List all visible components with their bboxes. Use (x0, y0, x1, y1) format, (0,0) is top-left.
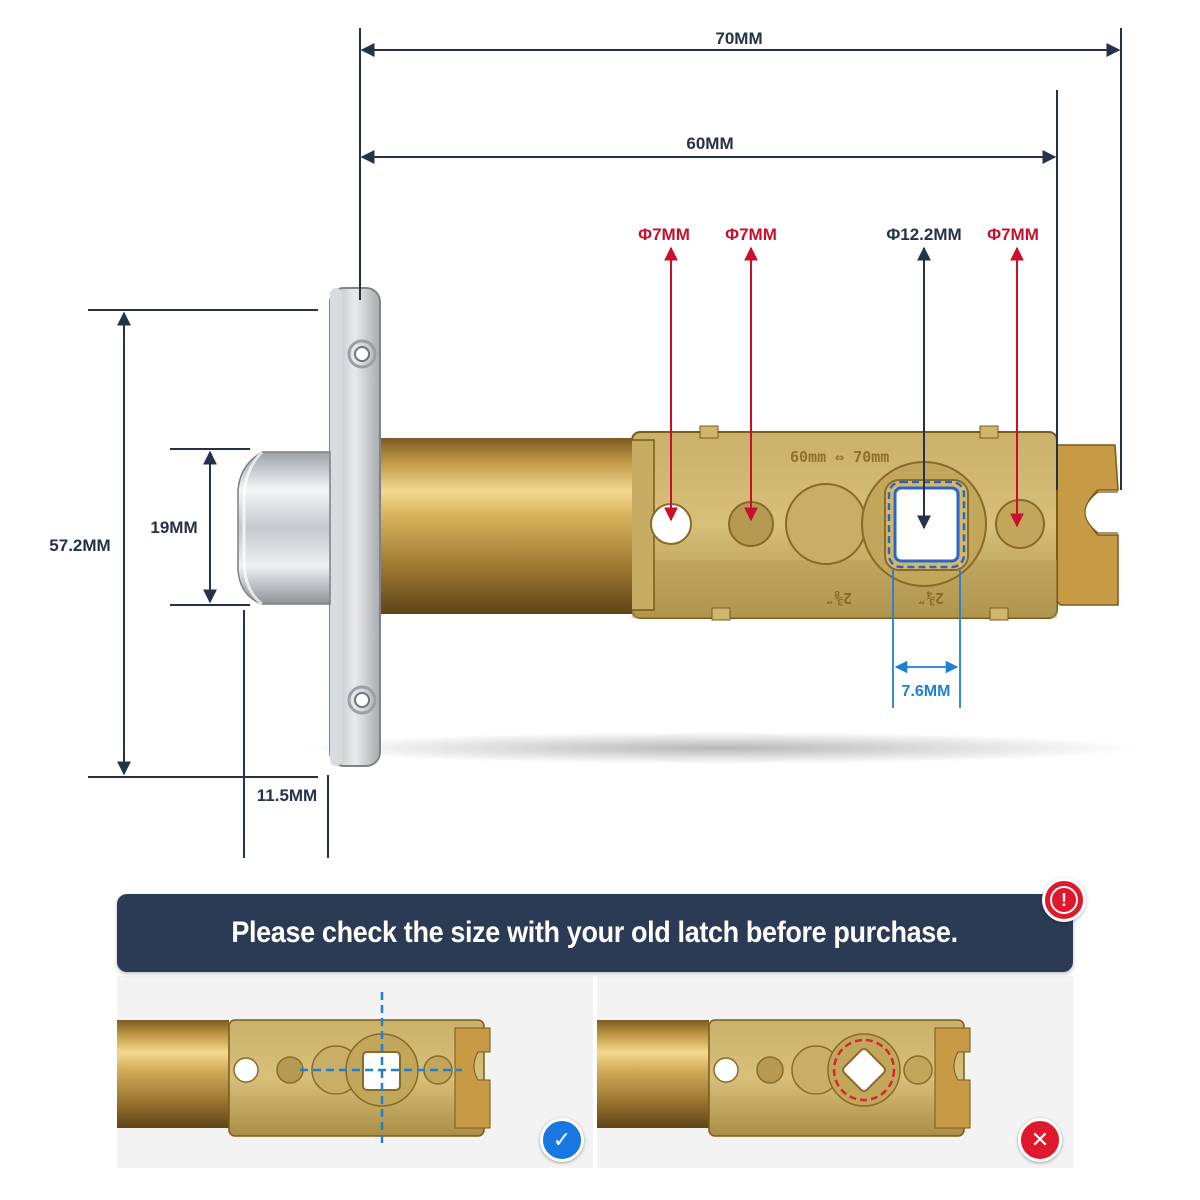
hole-label-4: Φ7MM (987, 225, 1039, 244)
square-dimension (892, 570, 961, 708)
hole-callouts (664, 246, 1024, 530)
housing-ring (627, 439, 655, 611)
top-tab (699, 425, 719, 439)
floor-shadow (300, 732, 1140, 764)
latch-product: 60mm ⇔ 70mm 2⅜″ 2¾″ (237, 287, 1140, 767)
latch-bolt-bevel (242, 450, 264, 606)
dim-label-57: 57.2MM (49, 536, 110, 555)
bottom-tab (711, 607, 731, 621)
dim-label-11: 11.5MM (257, 786, 317, 805)
square-label: 7.6MM (902, 683, 951, 700)
engraving-backset: 60mm ⇔ 70mm (790, 448, 889, 466)
dimension-lines (88, 28, 1122, 858)
hole-label-center: Φ12.2MM (886, 225, 961, 244)
notice-banner: Please check the size with your old latc… (117, 894, 1073, 972)
screw-boss-top (347, 339, 377, 369)
top-tab (979, 425, 999, 439)
dim-label-70: 70MM (715, 29, 762, 48)
notice-text: Please check the size with your old latc… (231, 916, 959, 949)
engraving-fraction-2: 2¾″ (917, 589, 944, 607)
faceplate-edge (330, 288, 342, 766)
engraving-fraction-1: 2⅜″ (825, 589, 852, 607)
hole-label-2: Φ7MM (725, 225, 777, 244)
cross-icon: ✕ (1018, 1118, 1062, 1162)
square-hole (893, 486, 960, 563)
hole-4 (995, 499, 1045, 549)
screw-boss-bottom (347, 685, 377, 715)
screw-hole-top (354, 346, 370, 362)
rear-slot (1084, 491, 1118, 534)
housing-plate-lower (632, 560, 1057, 618)
dim-label-60: 60MM (686, 134, 733, 153)
bottom-tab (989, 607, 1009, 621)
latch-tube (360, 438, 632, 614)
check-icon: ✓ (540, 1118, 584, 1162)
exclamation-icon: ! (1042, 878, 1086, 922)
hole-label-1: Φ7MM (638, 225, 690, 244)
correct-latch-thumbnail (117, 976, 593, 1168)
latch-bolt (237, 451, 331, 605)
dim-label-19: 19MM (150, 518, 197, 537)
cam-disc (785, 483, 867, 565)
screw-hole-bottom (354, 692, 370, 708)
wrong-latch-thumbnail (597, 976, 1073, 1168)
